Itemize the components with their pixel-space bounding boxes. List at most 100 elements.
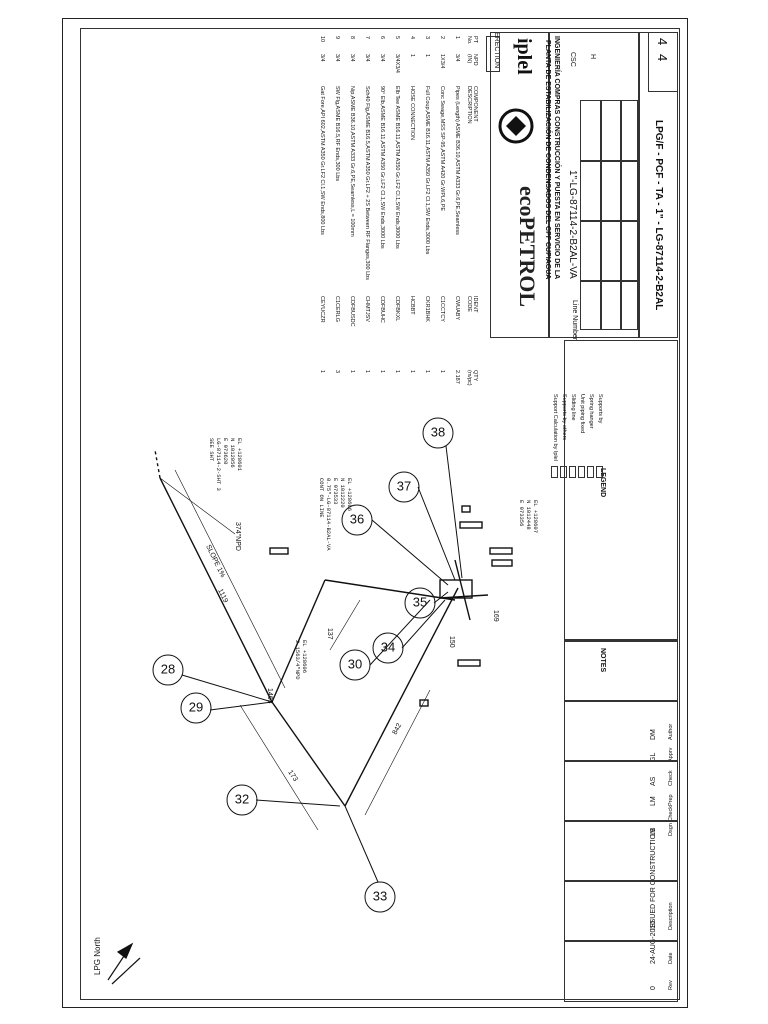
bom-cell-ident: CWUABY — [454, 296, 460, 321]
revision-grid-line — [564, 880, 678, 882]
north-arrow-icon — [107, 942, 141, 985]
revision-grid-line — [564, 820, 678, 822]
legend-symbol — [560, 466, 567, 478]
logo-emblem-icon — [498, 108, 534, 144]
company-logo-left: ecoPETROL — [515, 186, 540, 307]
data-grid — [580, 100, 638, 330]
bom-cell-desc: Conc Swage,MSS SP-95,ASTM A420 Gr.WPL6,P… — [439, 86, 445, 212]
dim-line-1119 — [174, 469, 286, 689]
revision-cell: AS — [650, 776, 657, 786]
bom-cell-qty: 1 — [439, 370, 445, 374]
svg-text:0.75"-LG-87114-B2AL-VA: 0.75"-LG-87114-B2AL-VA — [325, 478, 332, 551]
callout-circle-37 — [388, 471, 420, 503]
code: CSC — [569, 52, 576, 67]
class: H — [589, 54, 596, 60]
bom-cell-desc: Pipes (Length) ASME B36.10,ASTM A333 Gr.… — [454, 86, 460, 235]
grid-line — [600, 100, 602, 330]
dim-ext-1 — [159, 477, 236, 535]
title-block — [490, 32, 678, 338]
callout-34: 34 — [381, 639, 395, 654]
dim-1119: 1119 — [216, 588, 229, 604]
bom-cell-desc: Full Coup,ASME B16.11,ASTM A350 Gr.LF2 C… — [424, 86, 430, 255]
bom-cell-qty: 1 — [349, 370, 355, 374]
callout-35: 35 — [413, 594, 427, 609]
svg-text:E 973356: E 973356 — [518, 500, 525, 526]
bom-cell-pt: 5 — [394, 36, 400, 40]
dim-line-173 — [239, 704, 319, 831]
revision-header: Author — [668, 723, 674, 740]
annotation-cont-on-line: CONT ON LINE 0.75"-LG-87114-B2AL-VA E 97… — [318, 478, 353, 551]
bom-cell-qty: 1 — [319, 370, 325, 374]
legend-symbol — [596, 466, 603, 478]
revision-grid-line — [564, 760, 678, 762]
bom-cell-pt: 9 — [334, 36, 340, 40]
project-line-2: PLANTA DE ESTABILIZACIÓN DE CONDENSADOS … — [544, 40, 551, 280]
bom-cell-npd: 1 — [409, 54, 415, 58]
revision-header: Rev — [668, 980, 674, 990]
valve-cluster — [439, 579, 473, 599]
callout-33: 33 — [373, 888, 387, 903]
callout-circle-28 — [152, 654, 184, 686]
component-tag — [491, 559, 513, 567]
component-tag — [457, 659, 481, 667]
callout-28: 28 — [161, 661, 175, 676]
legend-item: Sliding line — [570, 394, 576, 421]
callout-circle-34 — [372, 632, 404, 664]
dim-842: 842 — [392, 722, 404, 736]
grid-line — [580, 160, 638, 162]
component-tag — [419, 699, 429, 707]
pipe-run-3 — [344, 587, 459, 807]
revision-cell: 0 — [650, 986, 657, 990]
bom-header-desc: COMPONENT DESCRIPTION — [466, 86, 478, 124]
sheet-total: 4 — [655, 38, 670, 46]
svg-text:E 973620: E 973620 — [222, 438, 229, 464]
grid-line — [620, 100, 622, 330]
sheet-box — [648, 32, 678, 92]
bom-cell-qty: 1 — [394, 370, 400, 374]
line-number-label: Line Number — [571, 300, 578, 341]
revision-header: Description — [668, 902, 674, 930]
legend-item: Spring hanger — [588, 394, 594, 429]
callout-37: 37 — [397, 478, 411, 493]
bom-cell-ident: CEYUCZR — [319, 296, 325, 323]
bom-cell-pt: 6 — [379, 36, 385, 40]
dim-1463: 1463 — [266, 688, 273, 704]
legend-symbol — [587, 466, 594, 478]
bom-cell-desc: SW Flg,ASME B16.5,RF Ends,300 Lbs — [334, 86, 340, 182]
legend-symbol — [551, 466, 558, 478]
bom-header-pt: PT No. — [466, 36, 478, 45]
dim-173: 173 — [286, 769, 298, 783]
svg-text:N 1012220: N 1012220 — [339, 478, 346, 508]
revision-header: Date — [668, 952, 674, 964]
revision-header: Prep — [668, 794, 674, 806]
svg-text:2.1563/4"NPD: 2.1563/4"NPD — [294, 640, 301, 680]
bom-erection-box — [486, 36, 500, 72]
bom-cell-desc: 90° Elb,ASME B16.11,ASTM A350 Gr.LF2 Cl.… — [379, 86, 385, 249]
svg-text:EL +128606: EL +128606 — [301, 640, 308, 673]
line-number: 1"-LG-87114-2-B2AL-VA — [567, 170, 578, 279]
bom-cell-npd: 3/4 — [454, 54, 460, 62]
legend-symbol — [569, 466, 576, 478]
component-tag — [459, 521, 483, 529]
bom-cell-ident: C1CERLG — [334, 296, 340, 322]
component-tag — [489, 547, 513, 555]
dim-line-842 — [364, 689, 431, 816]
bom-cell-desc: Nip,ASME B36.10,ASTM A333 Gr.6,PE,Seamle… — [349, 86, 355, 237]
bom-cell-qty: 1 — [364, 370, 370, 374]
callout-circle-35 — [404, 587, 436, 619]
legend-item: Unit piping fixed — [579, 394, 585, 434]
bom-cell-desc: Gat Fore,API 602,ASTM A350 Gr.LF2 Cl.1,S… — [319, 86, 325, 235]
bom-cell-pt: 2 — [439, 36, 445, 40]
title-divider-2 — [638, 32, 640, 338]
annotation-coords: E 973356 N 1012448 EL +128607 — [518, 500, 539, 533]
dim-169: 169 — [492, 610, 499, 622]
grid-line — [580, 280, 638, 282]
pipe-run-1 — [159, 477, 273, 703]
component-tag — [269, 547, 289, 555]
legend-item: Support Calculation by Iplel — [552, 394, 558, 461]
svg-text:N 1012056: N 1012056 — [229, 438, 236, 468]
callout-30: 30 — [348, 656, 362, 671]
drawing-sheet-border — [62, 18, 688, 1008]
bom-cell-desc: HOSE CONNECTION — [409, 86, 415, 141]
